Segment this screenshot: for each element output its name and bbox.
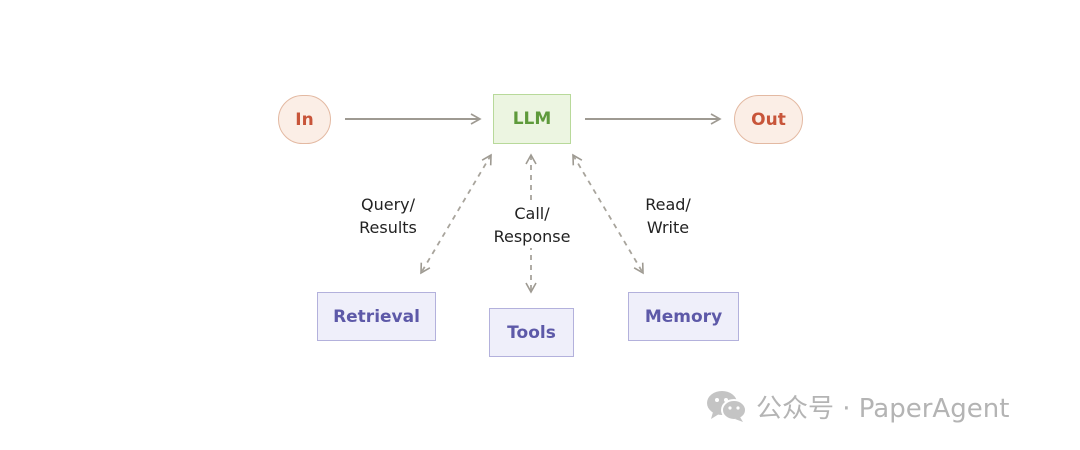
- tools-edge-label-line-2: Response: [493, 227, 571, 246]
- memory-node: Memory: [628, 292, 739, 341]
- llm-node: LLM: [493, 94, 571, 144]
- retrieval-edge-label-line-1: Query/: [360, 195, 415, 214]
- memory-edge-label-line-1: Read/: [645, 195, 691, 214]
- tools-node: Tools: [489, 308, 574, 357]
- input-node: In: [278, 95, 331, 144]
- wechat-icon: [707, 391, 747, 422]
- retrieval-edge-label-line-2: Results: [359, 218, 417, 237]
- output-node: Out: [734, 95, 803, 144]
- tools-edge-label-line-1: Call/: [514, 204, 550, 223]
- memory-edge-label-line-2: Write: [646, 218, 690, 237]
- retrieval-edge-label: Query/ Results: [340, 193, 436, 239]
- tools-edge-label: Call/ Response: [482, 202, 582, 248]
- arrow-llm-retrieval: [420, 153, 492, 275]
- watermark-text: 公众号 · PaperAgent: [756, 393, 1010, 424]
- arrow-llm-memory: [572, 153, 644, 275]
- retrieval-node: Retrieval: [317, 292, 436, 341]
- memory-edge-label: Read/ Write: [628, 193, 708, 239]
- watermark: 公众号 · PaperAgent: [706, 388, 1009, 424]
